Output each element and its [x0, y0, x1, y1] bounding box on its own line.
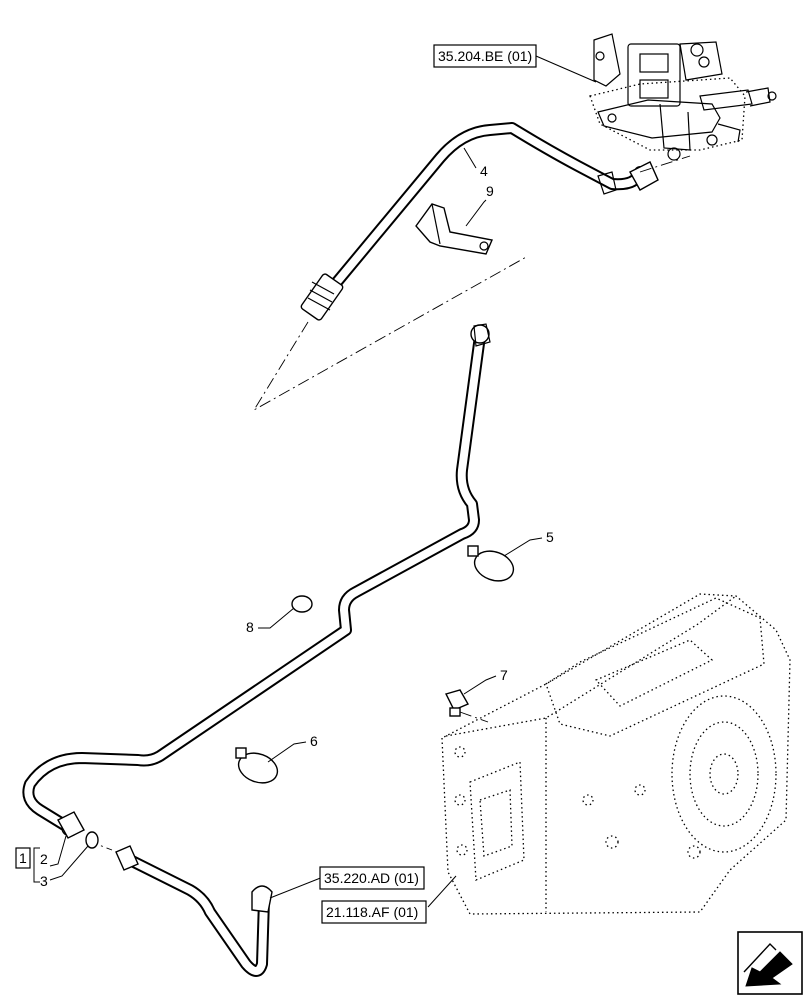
ref-box-35-220-ad[interactable]: 35.220.AD (01)	[319, 866, 425, 890]
plug-8	[291, 595, 313, 613]
svg-text:6: 6	[310, 733, 318, 749]
ref-label-35-220-ad[interactable]: 35.220.AD (01)	[324, 870, 419, 886]
o-ring-3	[85, 831, 99, 849]
alignment-line-upper	[252, 255, 529, 412]
transmission-housing	[441, 593, 791, 915]
svg-text:1: 1	[19, 850, 27, 866]
ref-box-21-118-af[interactable]: 21.118.AF (01)	[321, 900, 427, 924]
clamp-5	[467, 545, 515, 582]
callout-group-1: 1 2 3	[15, 835, 89, 889]
alignment-line-top	[639, 155, 691, 173]
svg-text:9: 9	[486, 183, 494, 199]
bracket-9	[415, 203, 493, 255]
ref-leader-housing	[427, 875, 457, 908]
svg-text:3: 3	[40, 873, 48, 889]
lower-pipe	[115, 845, 273, 977]
svg-text:2: 2	[40, 851, 48, 867]
callout-9: 9	[465, 183, 494, 227]
svg-text:5: 5	[546, 529, 554, 545]
callout-6: 6	[267, 733, 318, 763]
ref-box-35-204-be[interactable]: 35.204.BE (01)	[433, 44, 537, 68]
next-page-arrow-icon[interactable]	[737, 931, 803, 995]
ref-label-35-204-be[interactable]: 35.204.BE (01)	[438, 48, 532, 64]
control-valve-assembly	[589, 33, 777, 161]
alignment-line-plug	[459, 711, 489, 723]
ref-leader-pipe	[269, 876, 324, 899]
clamp-6	[235, 747, 279, 784]
hose-4	[300, 122, 659, 321]
plug-7	[444, 689, 469, 717]
callout-7: 7	[463, 667, 508, 695]
rigid-pipe	[22, 323, 491, 837]
ref-leader-top	[535, 55, 597, 83]
svg-text:8: 8	[246, 619, 254, 635]
adapter-2	[57, 811, 85, 839]
callout-5: 5	[503, 529, 554, 557]
svg-text:4: 4	[480, 163, 488, 179]
svg-text:7: 7	[500, 667, 508, 683]
callout-8: 8	[246, 607, 295, 635]
ref-label-21-118-af[interactable]: 21.118.AF (01)	[326, 904, 418, 920]
callout-4: 4	[463, 147, 488, 179]
